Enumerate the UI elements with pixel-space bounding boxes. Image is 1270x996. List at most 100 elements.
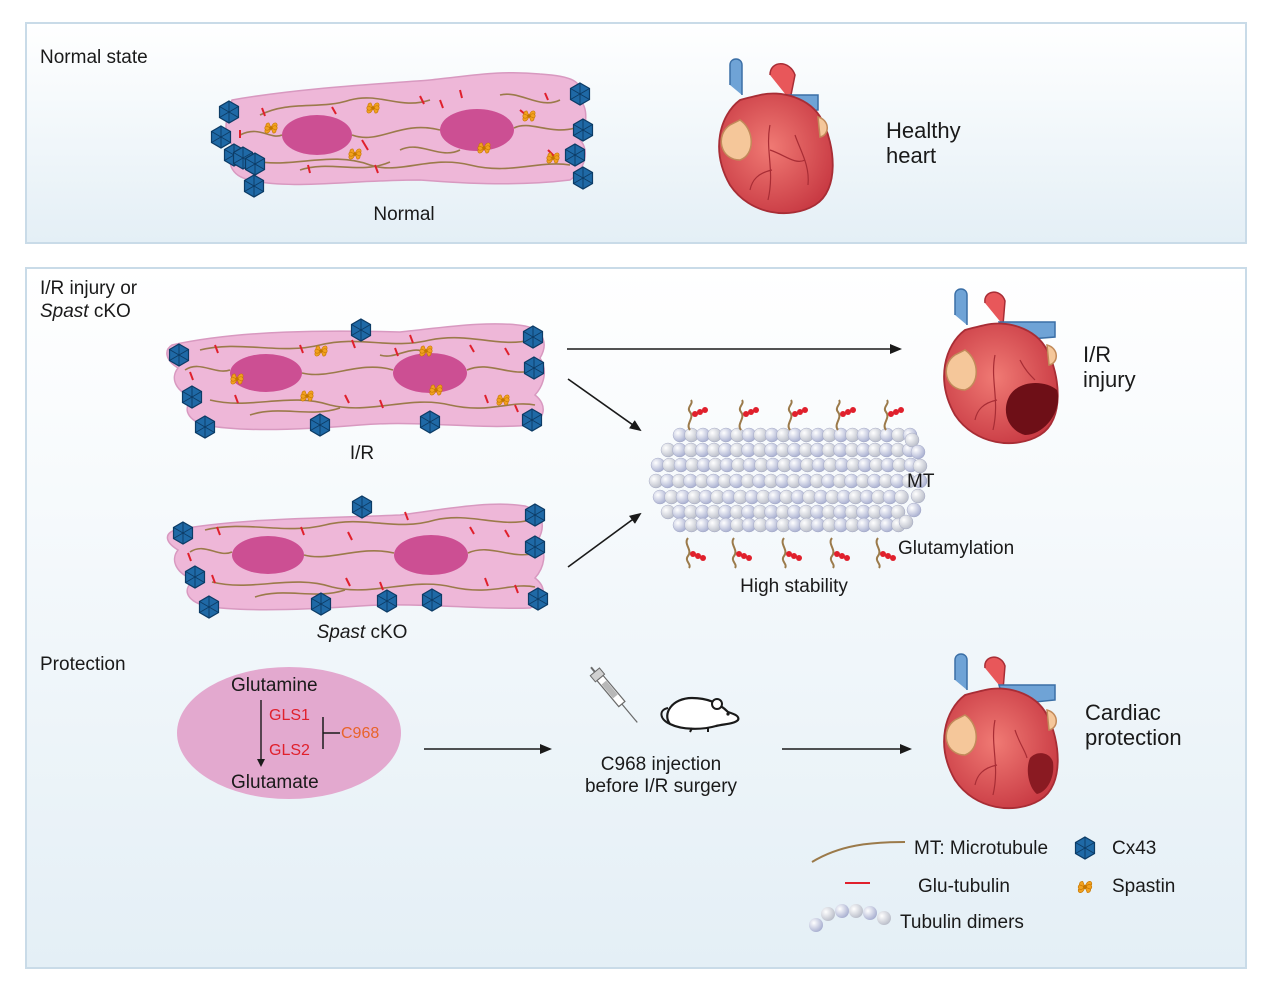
nucleus [282,115,352,155]
glu-chain [829,537,851,569]
glu-chain [738,399,760,431]
cx43-icon [172,521,194,545]
arrow-to-mt [567,512,642,568]
legend-tubulin-dimers-label: Tubulin dimers [900,912,1024,933]
spast-cko-suffix: cKO [365,622,408,643]
cx43-icon [419,410,441,434]
legend [809,836,1096,932]
nucleus [232,536,304,574]
small-infarct-area [1027,753,1054,794]
nucleus [394,535,468,575]
spast-cko-cell-label: Spast cKO [317,622,408,644]
legend-cx43-icon [1074,836,1096,860]
cx43-icon [564,143,586,167]
cx43-icon [210,125,232,149]
cx43-icon [521,408,543,432]
glutamylation-label: Glutamylation [898,538,1015,559]
cx43-icon [351,495,373,519]
tubulin-dimer-bead [898,514,914,530]
tubulin-dimer-bead [912,473,928,489]
gls2-label: GLS2 [269,742,310,759]
glutaminolysis-ellipse [177,667,401,799]
cx43-icon [310,592,332,616]
glu-chain [835,399,857,431]
cardiac-protection-label: Cardiac protection [1085,700,1182,750]
tubulin-dimer-bead [894,489,909,505]
legend-spastin-label: Spastin [1112,876,1176,897]
ir-injury-heart [943,288,1059,445]
cx43-icon [524,535,546,559]
cx43-icon [194,415,216,439]
glutamine-label: Glutamine [231,675,318,696]
cx43-icon [524,503,546,527]
cx43-icon [184,565,206,589]
cx43-icon [527,587,549,611]
cko-label: cKO [88,301,131,322]
legend-mt-label: MT: Microtubule [914,838,1049,859]
healthy-heart-label-line1: Healthy [886,118,961,143]
healthy-heart-label-line2: heart [886,143,937,168]
injury-panel-title-line2: Spast cKO [40,300,137,323]
cx43-icon [572,166,594,190]
glu-chain [781,537,803,569]
injury-panel-title: I/R injury or Spast cKO [40,277,137,323]
glutamate-label: Glutamate [231,772,319,793]
cx43-icon [522,325,544,349]
cardiac-protection-line2: protection [1085,725,1182,750]
spast-gene-label: Spast [40,301,89,322]
ir-injury-label: I/R injury [1083,342,1136,392]
protected-heart [943,653,1059,810]
mt-label: MT [907,471,935,492]
gls1-label: GLS1 [269,707,310,724]
spast-cko-gene: Spast [316,622,366,643]
glu-chain [875,537,897,569]
injection-label: C968 injection before I/R surgery [585,754,737,798]
injection-label-line2: before I/R surgery [584,776,738,797]
high-stability-label: High stability [740,576,848,597]
tubulin-dimer-bead [910,444,926,460]
cx43-icon [569,82,591,106]
legend-tubulin-dimers-swatch [809,904,891,932]
cx43-icon [523,356,545,380]
glu-chain [787,399,809,431]
cx43-icon [181,385,203,409]
healthy-heart-label: Healthy heart [886,118,961,168]
nucleus [393,353,467,393]
healthy-heart [718,58,834,215]
nucleus [230,354,302,392]
cx43-icon [350,318,372,342]
cardiac-protection-line1: Cardiac [1085,700,1161,725]
glu-chain [685,537,707,569]
cx43-icon [376,589,398,613]
cx43-icon [218,100,240,124]
tubulin-dimer-bead [904,432,920,448]
syringe-icon [589,666,638,723]
tubulin-dimer-bead [910,488,926,504]
legend-spastin-icon [1077,880,1093,894]
cx43-icon [243,174,265,198]
glu-chain [883,399,905,431]
protection-title: Protection [40,654,126,675]
injury-panel-title-line1: I/R injury or [40,278,138,299]
ir-cell-label: I/R [349,443,375,464]
cx43-icon [572,118,594,142]
tubulin-dimer-bead [912,458,928,474]
legend-glu-tubulin-label: Glu-tubulin [918,876,1010,897]
cx43-icon [168,343,190,367]
legend-cx43-label: Cx43 [1112,838,1157,859]
glu-chain [731,537,753,569]
arrow-to-mt [567,378,642,432]
infarct-area [1005,383,1059,435]
ir-injury-label-line1: I/R [1083,342,1112,367]
cx43-icon [421,588,443,612]
normal-cell-label: Normal [373,204,435,225]
spast-cko-cardiomyocyte [166,495,549,619]
ir-injury-label-line2: injury [1083,367,1136,392]
legend-microtubule-swatch [811,841,906,863]
cx43-icon [244,152,266,176]
cx43-icon [309,413,331,437]
glu-chain [687,399,709,431]
injection-label-line1: C968 injection [600,754,722,775]
nucleus [440,109,514,151]
